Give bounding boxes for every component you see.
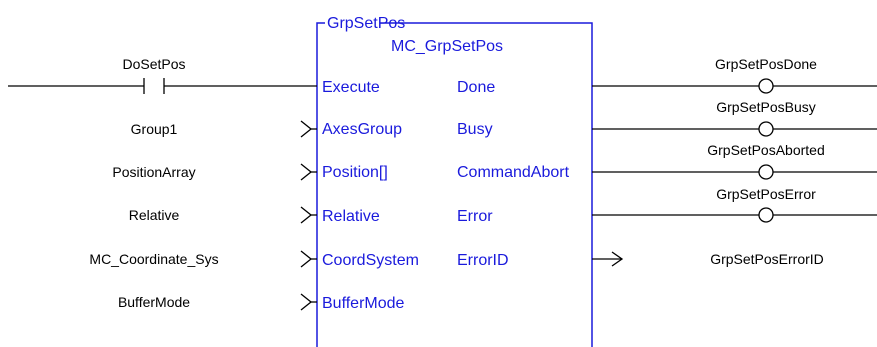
output-errorid[interactable]: GrpSetPosErrorID	[592, 251, 824, 267]
input-arrow-icon	[300, 250, 313, 268]
coil-label: GrpSetPosError	[716, 186, 816, 202]
coil-label: GrpSetPosBusy	[716, 99, 816, 115]
pin-relative: Relative	[322, 208, 380, 225]
input-variable-label: BufferMode	[118, 294, 190, 310]
execute-contact-label: DoSetPos	[122, 56, 185, 72]
input-relative[interactable]: Relative	[129, 206, 317, 224]
coil-icon	[758, 164, 774, 180]
pin-commandabort: CommandAbort	[457, 164, 570, 181]
input-arrow-icon	[300, 206, 313, 224]
input-buffermode[interactable]: BufferMode	[118, 293, 317, 311]
input-arrow-icon	[300, 163, 313, 181]
block-instance-name: GrpSetPos	[327, 15, 405, 32]
coil-busy[interactable]: GrpSetPosBusy	[592, 99, 877, 137]
input-position[interactable]: PositionArray	[112, 163, 317, 181]
input-arrow-icon	[300, 120, 313, 138]
pin-coordsystem: CoordSystem	[322, 252, 419, 269]
output-variable-label: GrpSetPosErrorID	[710, 251, 824, 267]
execute-contact[interactable]: DoSetPos	[8, 56, 317, 94]
input-variable-label: Group1	[131, 121, 178, 137]
input-variable-label: MC_Coordinate_Sys	[89, 251, 218, 267]
pin-buffermode: BufferMode	[322, 295, 405, 312]
coil-icon	[758, 78, 774, 94]
input-variable-label: Relative	[129, 207, 180, 223]
pin-axesgroup: AxesGroup	[322, 121, 402, 138]
coil-done[interactable]: GrpSetPosDone	[592, 56, 877, 94]
pin-error: Error	[457, 208, 493, 225]
block-type-name: MC_GrpSetPos	[391, 38, 503, 55]
pin-done: Done	[457, 79, 495, 96]
function-block[interactable]: GrpSetPos MC_GrpSetPos	[316, 15, 593, 347]
pin-errorid: ErrorID	[457, 252, 509, 269]
coil-icon	[758, 207, 774, 223]
input-axesgroup[interactable]: Group1	[131, 120, 317, 138]
pin-execute: Execute	[322, 79, 380, 96]
input-variable-label: PositionArray	[112, 164, 195, 180]
coil-label: GrpSetPosDone	[715, 56, 817, 72]
coil-label: GrpSetPosAborted	[707, 142, 825, 158]
pin-position: Position[]	[322, 164, 388, 181]
pin-busy: Busy	[457, 121, 493, 138]
output-arrow-icon	[611, 251, 624, 267]
coil-aborted[interactable]: GrpSetPosAborted	[592, 142, 877, 180]
coil-icon	[758, 121, 774, 137]
coil-error[interactable]: GrpSetPosError	[592, 186, 877, 223]
input-arrow-icon	[300, 293, 313, 311]
input-coordsystem[interactable]: MC_Coordinate_Sys	[89, 250, 317, 268]
